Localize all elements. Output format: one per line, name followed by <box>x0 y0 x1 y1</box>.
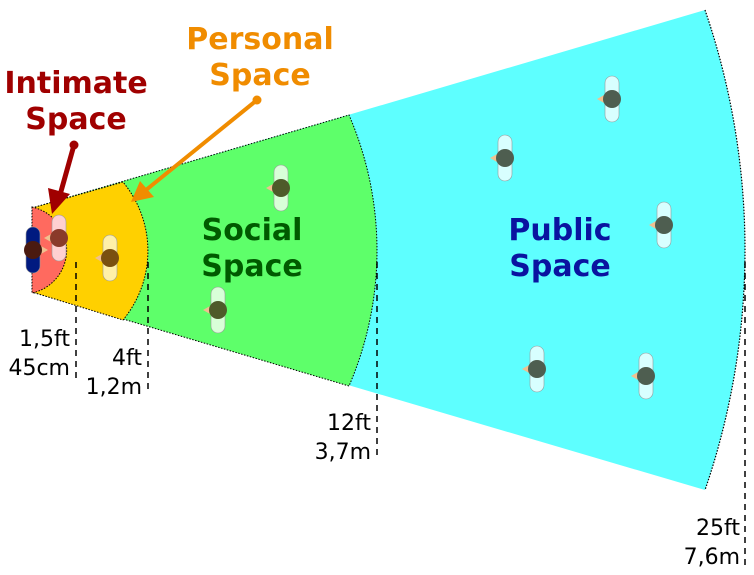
social-zone <box>31 114 378 387</box>
distance-metric: 3,7m <box>314 440 371 465</box>
person-icon <box>24 226 48 274</box>
person-icon <box>266 164 290 212</box>
intimate-distance-label: 1,5ft 45cm <box>8 325 70 383</box>
social-label-line2: Space <box>201 249 303 284</box>
personal-space-label: Personal Space <box>180 22 340 94</box>
person-icon <box>203 286 227 334</box>
distance-metric: 1,2m <box>85 375 142 400</box>
person-icon <box>44 214 68 262</box>
distance-markers <box>75 262 746 568</box>
public-label-line1: Public <box>508 213 612 248</box>
personal-label-line1: Personal <box>186 22 334 57</box>
intimate-label-line2: Space <box>25 102 127 137</box>
person-icon <box>597 75 621 123</box>
distance-ft: 4ft <box>112 346 142 371</box>
intimate-space-label: Intimate Space <box>0 66 152 138</box>
person-icon <box>490 134 514 182</box>
person-icon <box>95 234 119 282</box>
intimate-label-line1: Intimate <box>4 66 148 101</box>
person-icon <box>631 352 655 400</box>
distance-metric: 7,6m <box>683 545 740 570</box>
distance-ft: 25ft <box>696 516 740 541</box>
personal-distance-label: 4ft 1,2m <box>86 344 142 402</box>
distance-ft: 1,5ft <box>19 327 70 352</box>
distance-ft: 12ft <box>327 411 371 436</box>
public-space-label: Public Space <box>490 213 630 285</box>
social-label-line1: Social <box>201 213 303 248</box>
people <box>24 75 673 400</box>
public-zone <box>32 10 745 490</box>
public-distance-label: 25ft 7,6m <box>684 514 740 572</box>
public-zone-boundary <box>704 9 746 491</box>
person-icon <box>649 201 673 249</box>
person-icon <box>522 345 546 393</box>
social-distance-label: 12ft 3,7m <box>315 409 371 467</box>
personal-arrow <box>131 95 262 202</box>
distance-metric: 45cm <box>8 356 70 381</box>
social-space-label: Social Space <box>182 213 322 285</box>
public-label-line2: Space <box>509 249 611 284</box>
personal-label-line2: Space <box>209 58 311 93</box>
intimate-arrow <box>48 140 79 214</box>
